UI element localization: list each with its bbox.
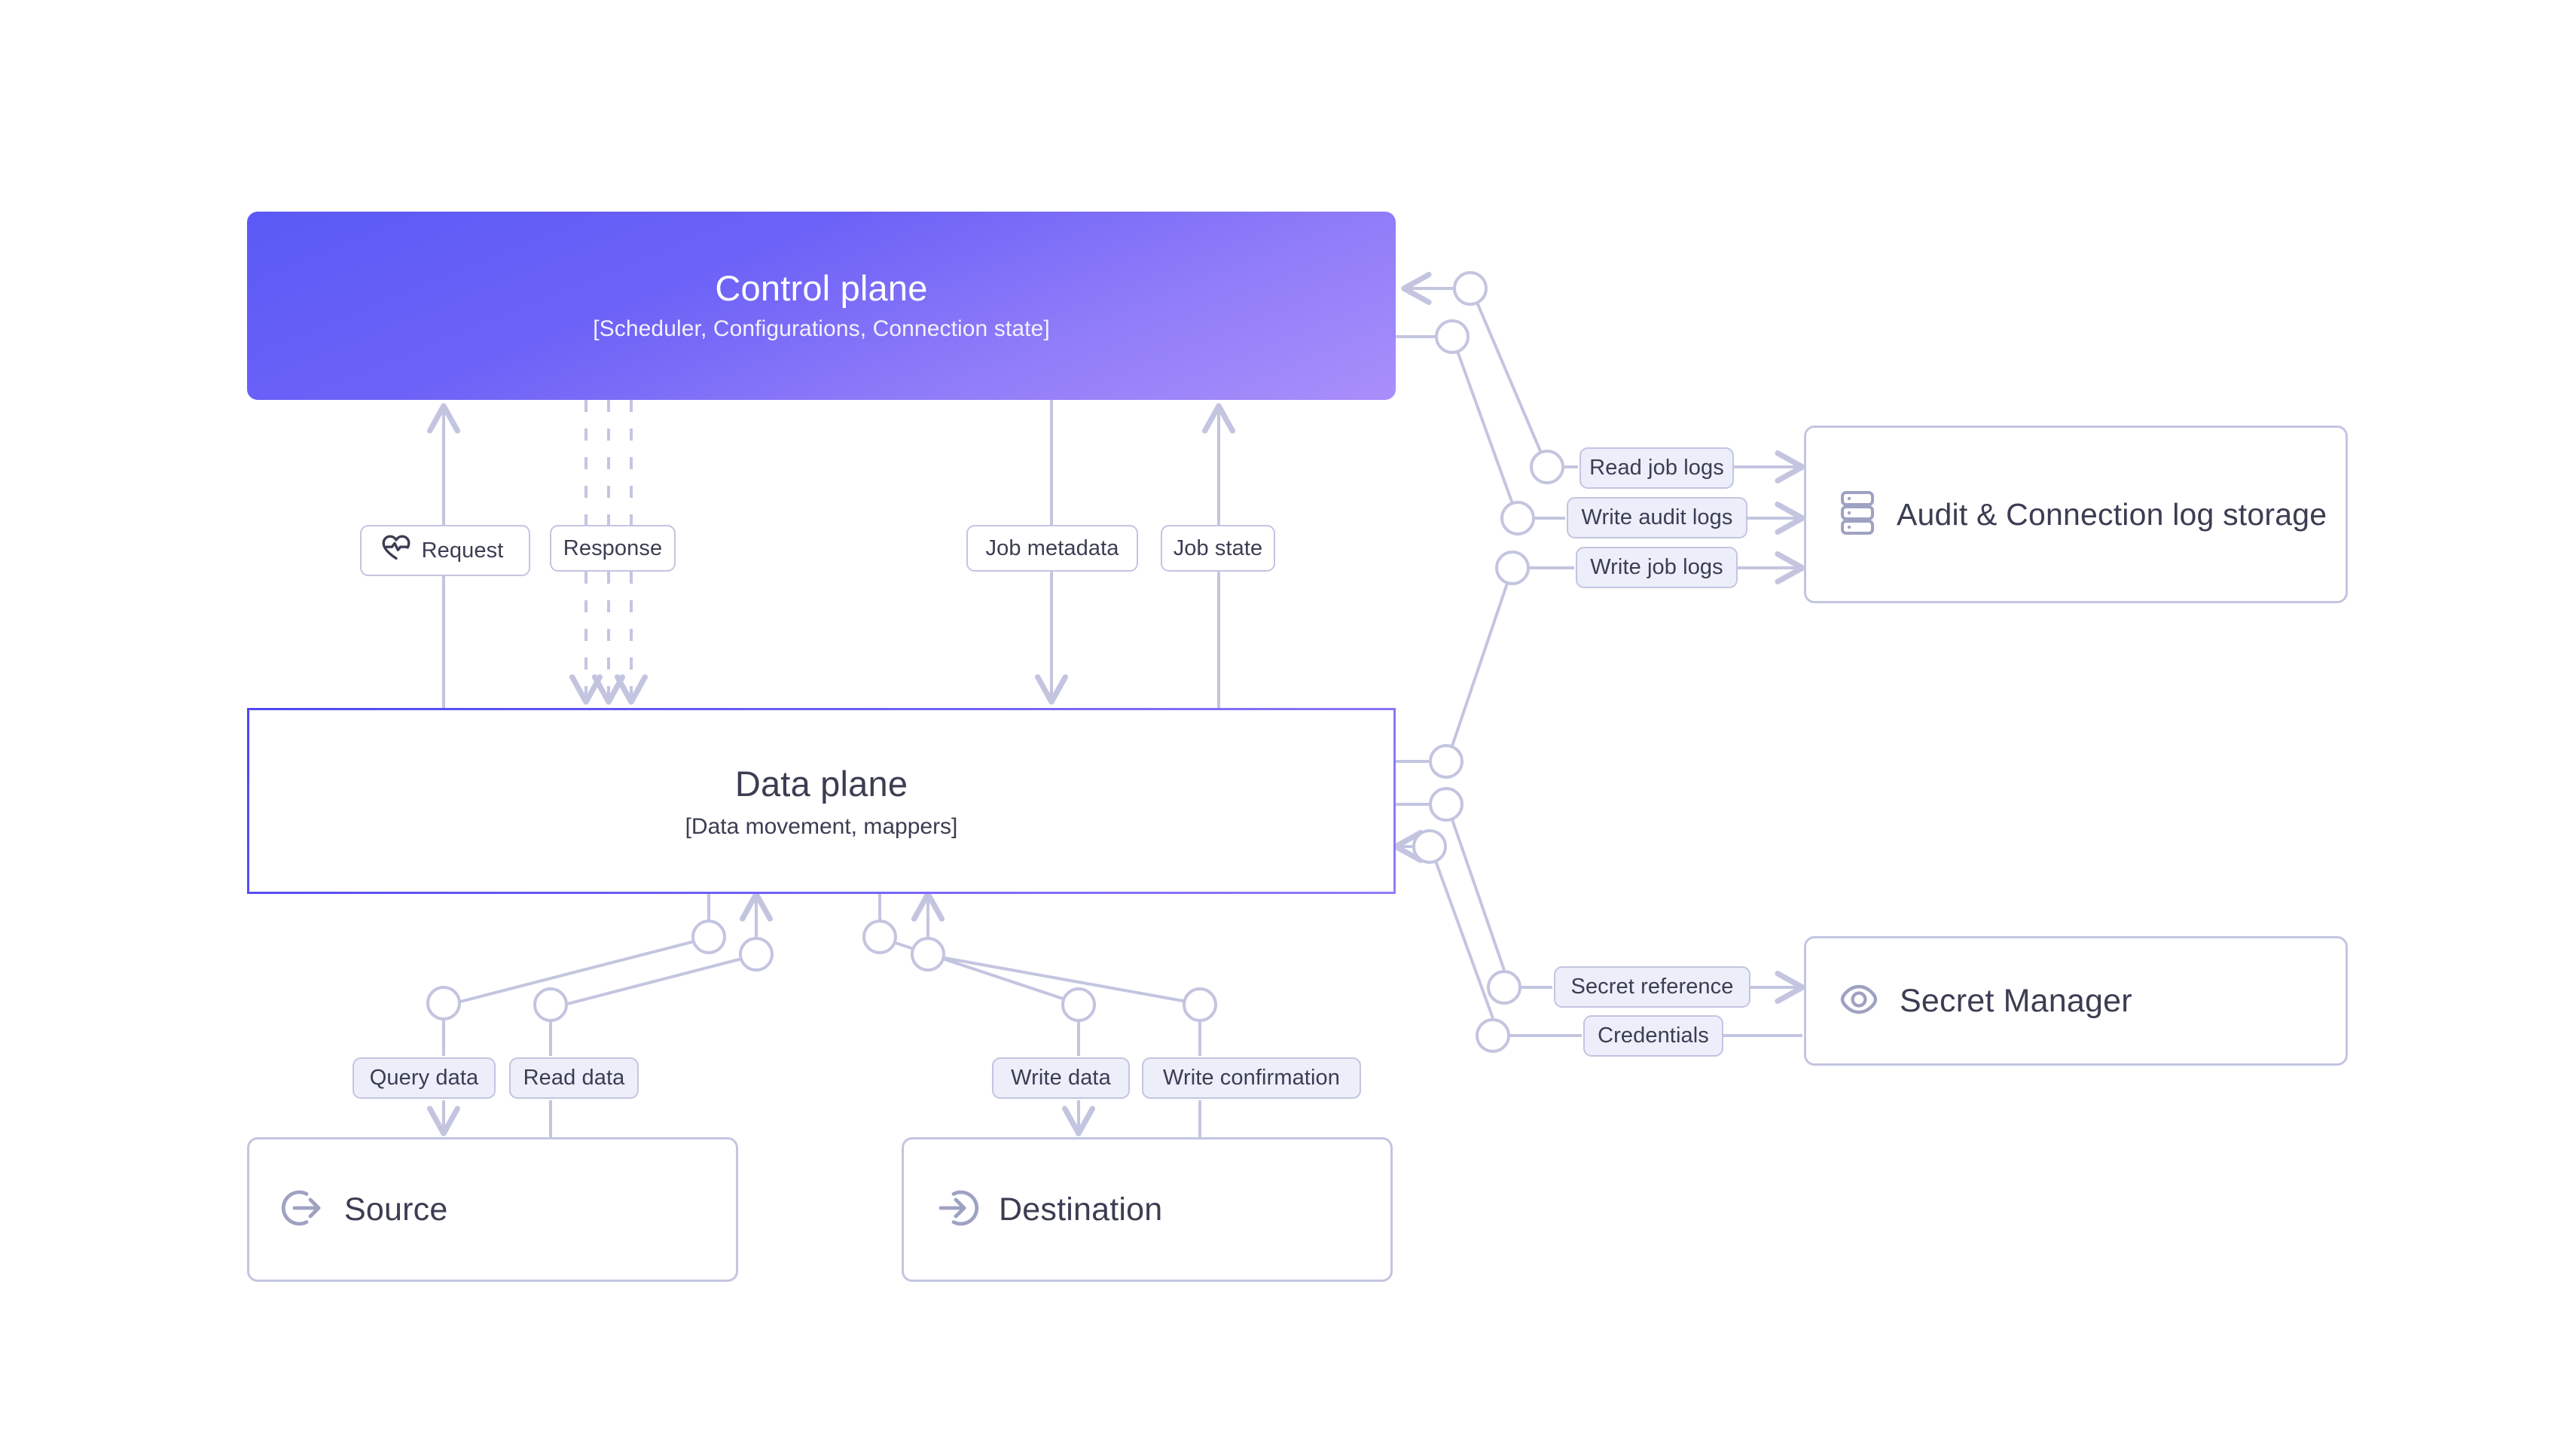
wire-readdata-b — [566, 953, 757, 1005]
sign-out-icon — [281, 1186, 325, 1234]
wire-writeconf-b — [927, 953, 1201, 1005]
chip-write-audit-logs-label: Write audit logs — [1581, 505, 1733, 529]
dot-write-conf-dp — [911, 937, 945, 972]
dot-write-data-dp — [862, 920, 897, 954]
dot-secret-ref-dp — [1429, 787, 1463, 822]
chip-query-data-label: Query data — [369, 1066, 479, 1090]
chip-read-data-label: Read data — [523, 1066, 625, 1090]
chip-job-state[interactable]: Job state — [1161, 525, 1275, 572]
sign-in-icon — [935, 1186, 979, 1234]
secret-manager-card[interactable]: Secret Manager — [1804, 936, 2348, 1066]
chip-job-state-label: Job state — [1173, 535, 1263, 560]
chip-response-label: Response — [563, 535, 663, 560]
wire-secret-ref-b — [1445, 804, 1506, 971]
dot-write-conf-dest — [1183, 987, 1217, 1022]
chip-write-confirmation-label: Write confirmation — [1163, 1066, 1340, 1090]
chip-response[interactable]: Response — [550, 525, 676, 572]
dot-read-data-dp — [739, 937, 774, 972]
source-card[interactable]: Source — [247, 1137, 738, 1282]
dot-write-job-logs-chip — [1495, 551, 1530, 585]
dot-write-audit-cp — [1435, 319, 1470, 354]
chip-credentials-label: Credentials — [1598, 1023, 1709, 1048]
eye-icon — [1838, 978, 1880, 1024]
chip-query-data[interactable]: Query data — [353, 1057, 496, 1099]
chip-write-confirmation[interactable]: Write confirmation — [1142, 1057, 1361, 1099]
chip-request[interactable]: Request — [360, 525, 530, 576]
wire-read-job-logs-b — [1470, 288, 1549, 468]
dot-credentials-dp — [1412, 829, 1447, 864]
dot-read-data-src — [533, 987, 568, 1022]
destination-card-label: Destination — [999, 1191, 1163, 1228]
dot-query-data-src — [426, 986, 461, 1020]
dot-read-job-logs-cp — [1453, 271, 1488, 306]
chip-credentials[interactable]: Credentials — [1583, 1015, 1723, 1057]
chip-write-job-logs[interactable]: Write job logs — [1576, 547, 1738, 588]
chip-write-job-logs-label: Write job logs — [1590, 555, 1723, 579]
wire-creds-b — [1429, 846, 1494, 1019]
chip-read-data[interactable]: Read data — [509, 1057, 639, 1099]
chip-request-label: Request — [421, 538, 504, 563]
control-plane-box[interactable]: Control plane [Scheduler, Configurations… — [247, 212, 1396, 400]
audit-card-label: Audit & Connection log storage — [1897, 496, 2327, 532]
database-stack-icon — [1838, 490, 1877, 540]
control-plane-subtitle: [Scheduler, Configurations, Connection s… — [593, 316, 1050, 342]
secret-card-label: Secret Manager — [1900, 982, 2132, 1019]
dot-write-data-dest — [1061, 987, 1096, 1022]
chip-read-job-logs[interactable]: Read job logs — [1579, 447, 1734, 489]
data-plane-subtitle: [Data movement, mappers] — [685, 813, 958, 839]
chip-write-data-label: Write data — [1011, 1066, 1111, 1090]
wire-write-audit-b — [1451, 336, 1519, 519]
heart-pulse-icon — [381, 534, 411, 567]
dot-credentials-chip — [1476, 1018, 1510, 1053]
data-plane-title: Data plane — [734, 763, 908, 804]
chip-write-data[interactable]: Write data — [992, 1057, 1130, 1099]
dot-write-audit-chip — [1500, 501, 1535, 535]
destination-card[interactable]: Destination — [902, 1137, 1393, 1282]
control-plane-title: Control plane — [715, 267, 928, 308]
dot-query-data-dp — [691, 920, 726, 954]
audit-log-storage-card[interactable]: Audit & Connection log storage — [1804, 426, 2348, 603]
chip-write-audit-logs[interactable]: Write audit logs — [1567, 497, 1747, 538]
wire-query-b — [459, 936, 710, 1003]
chip-read-job-logs-label: Read job logs — [1589, 456, 1724, 480]
chip-secret-reference[interactable]: Secret reference — [1554, 966, 1750, 1008]
dot-write-job-logs-dp — [1429, 744, 1463, 779]
chip-job-metadata[interactable]: Job metadata — [966, 525, 1138, 572]
source-card-label: Source — [344, 1191, 448, 1228]
wire-write-job-logs-b — [1445, 567, 1514, 762]
dot-secret-ref-chip — [1487, 970, 1521, 1005]
wire-writedata-b — [879, 936, 1079, 1005]
chip-job-metadata-label: Job metadata — [985, 535, 1119, 560]
data-plane-box[interactable]: Data plane [Data movement, mappers] — [247, 708, 1396, 894]
dot-read-job-logs-chip — [1530, 450, 1564, 484]
chip-secret-reference-label: Secret reference — [1570, 975, 1734, 999]
